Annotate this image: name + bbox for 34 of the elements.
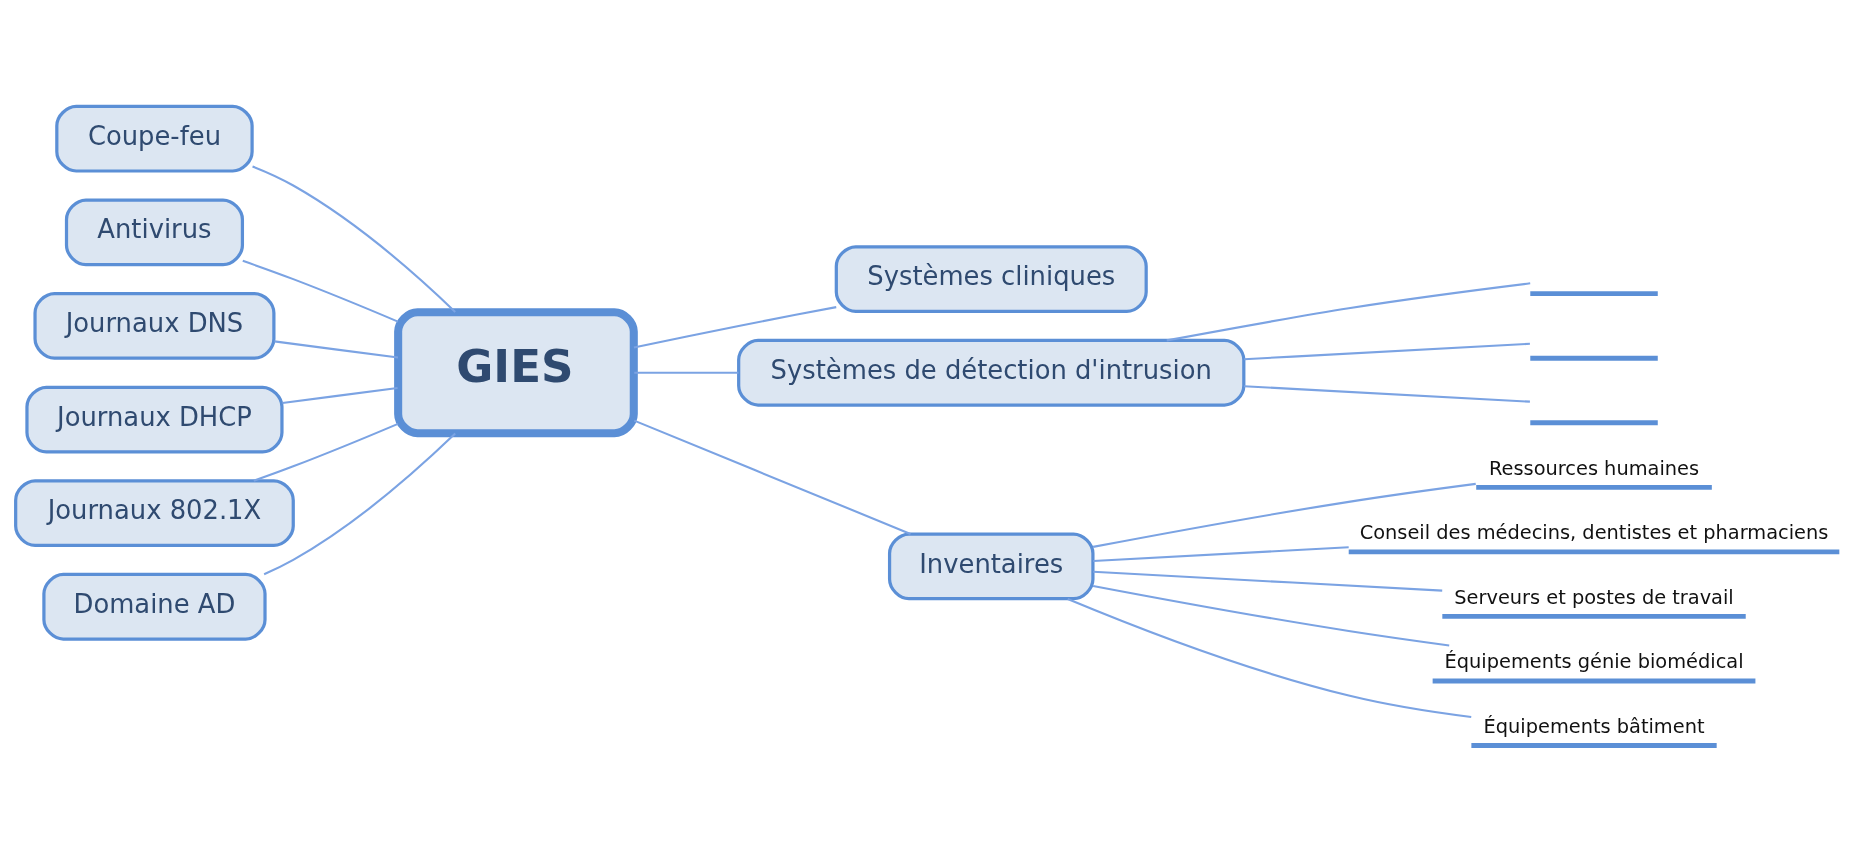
node-box: Domaine AD (42, 572, 267, 641)
node-text: Équipements génie biomédical (1444, 650, 1744, 674)
connector (242, 259, 399, 323)
connector (282, 386, 398, 405)
connector (1067, 598, 1472, 719)
connector (633, 306, 837, 349)
connector (1092, 584, 1450, 647)
node-box: Systèmes de détection d'intrusion (737, 338, 1246, 407)
node-text: Équipements bâtiment (1483, 714, 1705, 738)
node-box: Journaux DNS (33, 292, 276, 360)
node-text: Serveurs et postes de travail (1454, 585, 1734, 609)
node-box: Antivirus (64, 198, 245, 267)
node-bar (1530, 355, 1658, 361)
node-box: Inventaires (887, 532, 1095, 601)
connector (1166, 282, 1531, 342)
connector (633, 419, 911, 535)
connector (634, 371, 739, 374)
node-text: Conseil des médecins, dentistes et pharmaciens (1359, 521, 1829, 545)
connector (263, 432, 456, 576)
connector (1093, 570, 1443, 592)
connector (1244, 342, 1530, 361)
node-box: Coupe-feu (55, 104, 254, 173)
node-bar (1530, 420, 1658, 426)
connector (1092, 482, 1476, 548)
node-box: Journaux DHCP (25, 385, 284, 454)
node-bar (1530, 291, 1658, 297)
node-text: Ressources humaines (1489, 456, 1700, 480)
connector (274, 340, 399, 359)
node-box: Journaux 802.1X (14, 479, 295, 548)
connector (1093, 546, 1349, 563)
node-box: GIES (394, 308, 638, 438)
node-box: Systèmes cliniques (834, 245, 1148, 314)
connector (1244, 385, 1530, 403)
connector (252, 165, 456, 313)
